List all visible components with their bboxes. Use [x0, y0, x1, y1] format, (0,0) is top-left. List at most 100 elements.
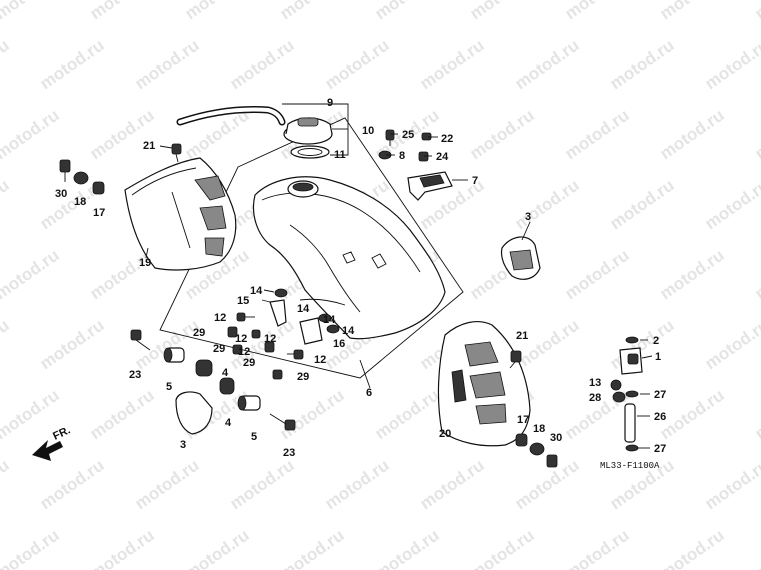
watermark-text: motod.ru [86, 0, 157, 23]
watermark-text: motod.ru [371, 385, 442, 443]
callout-10: 10 [362, 125, 374, 137]
callout-29-a: 29 [193, 327, 205, 339]
watermark-text: motod.ru [701, 175, 761, 233]
callout-13: 13 [589, 377, 601, 389]
watermark-text: motod.ru [0, 455, 13, 513]
callout-9: 9 [327, 97, 333, 109]
watermark-text: motod.ru [36, 315, 107, 373]
watermark-text: motod.ru [131, 455, 202, 513]
callout-12-e: 12 [314, 354, 326, 366]
watermark-text: motod.ru [701, 455, 761, 513]
callout-12-d: 12 [238, 346, 250, 358]
callout-2: 2 [653, 335, 659, 347]
callout-19: 19 [139, 257, 151, 269]
callout-21-right: 21 [516, 330, 528, 342]
callout-7: 7 [472, 175, 478, 187]
watermark-text: motod.ru [606, 315, 677, 373]
hardware-group-top [378, 129, 432, 162]
callout-28: 28 [589, 392, 601, 404]
callout-23-b: 23 [283, 447, 295, 459]
callout-14-b: 14 [297, 303, 310, 315]
watermark-text: motod.ru [466, 525, 537, 570]
watermark-text: motod.ru [416, 455, 487, 513]
watermark-text: motod.ru [751, 105, 761, 163]
callout-18-left: 18 [74, 196, 86, 208]
callout-27-b: 27 [654, 443, 666, 455]
callout-29-b: 29 [213, 343, 225, 355]
callout-22: 22 [441, 133, 453, 145]
callout-30-right: 30 [550, 432, 562, 444]
watermark-text: motod.ru [656, 525, 727, 570]
watermark-text: motod.ru [701, 35, 761, 93]
watermark-text: motod.ru [656, 385, 727, 443]
watermark-text: motod.ru [751, 245, 761, 303]
tank-cushion-right [500, 236, 541, 280]
callout-21-left: 21 [143, 140, 155, 152]
callout-12-a: 12 [214, 312, 226, 324]
callout-4-a: 4 [222, 367, 229, 379]
watermark-text: motod.ru [0, 105, 63, 163]
watermark-text: motod.ru [466, 105, 537, 163]
watermark-text: motod.ru [321, 455, 392, 513]
watermark-text: motod.ru [561, 525, 632, 570]
callout-5-b: 5 [251, 431, 257, 443]
callout-15: 15 [237, 295, 249, 307]
fuel-cap [283, 117, 333, 145]
watermark-text: motod.ru [86, 385, 157, 443]
watermark-text: motod.ru [0, 245, 63, 303]
watermark-text: motod.ru [751, 385, 761, 443]
watermark-text: motod.ru [701, 315, 761, 373]
watermark-text: motod.ru [0, 315, 13, 373]
callout-30-left: 30 [55, 188, 67, 200]
fuel-petcock [610, 336, 643, 452]
callout-4-b: 4 [225, 417, 232, 429]
watermark-text: motod.ru [276, 0, 347, 23]
callout-20: 20 [439, 428, 451, 440]
direction-label: FR. [51, 424, 72, 442]
watermark-text: motod.ru [226, 455, 297, 513]
callout-24: 24 [436, 151, 449, 163]
watermark-text: motod.ru [226, 35, 297, 93]
callout-25: 25 [402, 129, 414, 141]
watermark-text: motod.ru [36, 35, 107, 93]
hardware-right [509, 350, 558, 468]
callout-29-d: 29 [297, 371, 309, 383]
watermark-text: motod.ru [511, 315, 582, 373]
watermark-text: motod.ru [276, 385, 347, 443]
watermark-text: motod.ru [656, 245, 727, 303]
watermark-text: motod.ru [181, 0, 252, 23]
watermark-text: motod.ru [0, 525, 63, 570]
watermark-text: motod.ru [606, 175, 677, 233]
callout-labels: 9 10 11 25 22 8 24 7 21 30 18 17 19 3 14… [55, 97, 666, 459]
watermark-text: motod.ru [511, 35, 582, 93]
fuel-tank [252, 176, 446, 340]
watermark-text: motod.ru [86, 105, 157, 163]
callout-1: 1 [655, 351, 661, 363]
diagram-code: ML33-F1100A [600, 461, 660, 471]
cap-gasket [290, 145, 330, 159]
watermark-text: motod.ru [0, 175, 13, 233]
watermark-text: motod.ru [0, 35, 13, 93]
watermark-text: motod.ru [371, 0, 442, 23]
watermark-text: motod.ru [86, 525, 157, 570]
callout-14-d: 14 [342, 325, 355, 337]
callout-14-c: 14 [323, 314, 336, 326]
watermark-text: motod.ru [751, 525, 761, 570]
callout-23-a: 23 [129, 369, 141, 381]
front-direction-arrow [32, 440, 63, 461]
watermark-text: motod.ru [561, 245, 632, 303]
watermark-text: motod.ru [466, 0, 537, 23]
callout-17-right: 17 [517, 414, 529, 426]
callout-27-a: 27 [654, 389, 666, 401]
lower-mount-parts [130, 329, 296, 435]
watermark-text: motod.ru [561, 105, 632, 163]
callout-12-c: 12 [235, 333, 247, 345]
watermark-text: motod.ru [656, 0, 727, 23]
watermark-text: motod.ru [36, 455, 107, 513]
callout-3-right: 3 [525, 211, 531, 223]
watermark-text: motod.ru [511, 175, 582, 233]
watermark-text: motod.ru [321, 35, 392, 93]
watermark-text: motod.ru [606, 35, 677, 93]
